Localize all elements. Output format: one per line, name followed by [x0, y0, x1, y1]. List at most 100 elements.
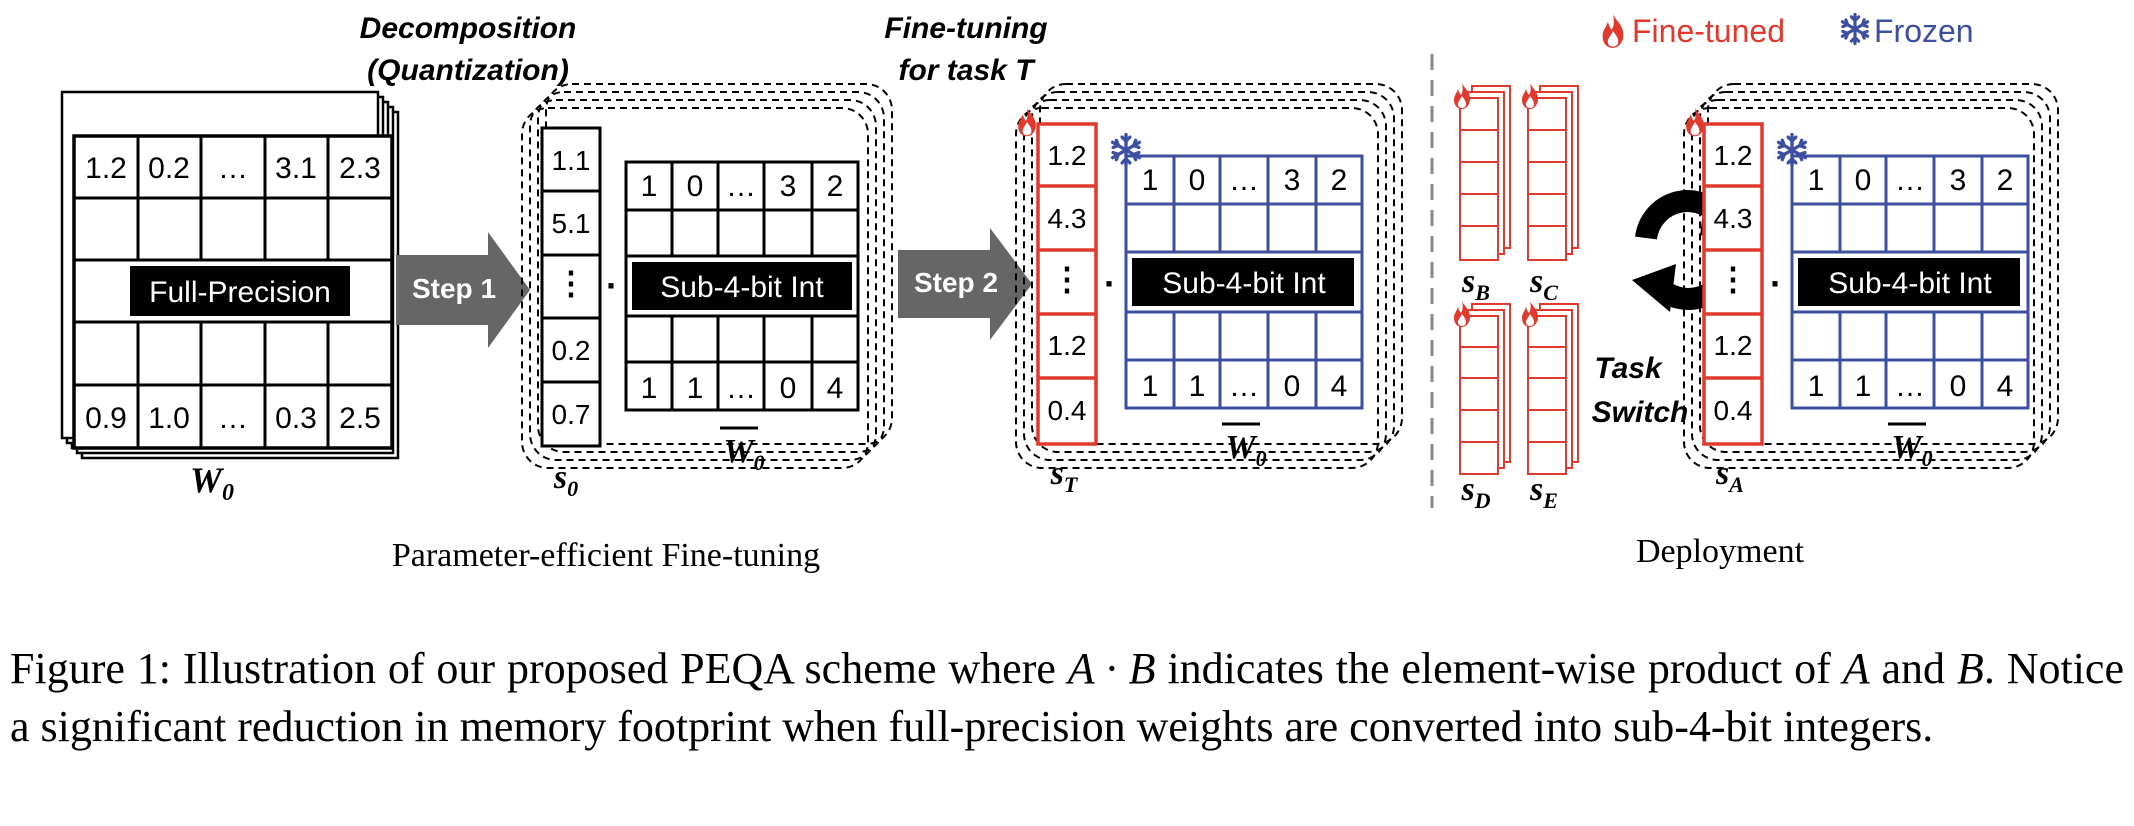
- int-cell: 1: [641, 372, 658, 405]
- sT-symbol: sT: [1050, 455, 1079, 497]
- sT-value: 1.2: [1048, 140, 1087, 171]
- w0bar-symbol: W0: [1891, 429, 1932, 471]
- matrix-cell: 2.5: [339, 402, 381, 435]
- legend: Fine-tuned Frozen: [1602, 12, 1974, 49]
- caption-math: A: [1842, 644, 1870, 693]
- s0-value: 0.2: [552, 335, 591, 366]
- matrix-cell: 0.3: [275, 402, 317, 435]
- scale-stacks: sB sC sD sE: [1454, 83, 1579, 513]
- decomposition-label: Decomposition: [360, 12, 577, 45]
- matrix-cell: 1.0: [148, 402, 190, 435]
- sT-value: 4.3: [1048, 203, 1087, 234]
- int-cell: 1: [1808, 370, 1825, 403]
- int-cell: 0: [1950, 370, 1967, 403]
- sA-value: 0.4: [1714, 395, 1753, 426]
- sA-value: 1.2: [1714, 330, 1753, 361]
- int-cell: …: [1895, 370, 1925, 403]
- step2-arrow: Step 2: [898, 228, 1032, 340]
- sE-symbol: sE: [1529, 471, 1558, 513]
- int-cell: 3: [1950, 164, 1967, 197]
- int-cell: 1: [687, 372, 704, 405]
- caption-math: A · B: [1067, 644, 1156, 693]
- caption-math: B: [1956, 644, 1984, 693]
- peqa-diagram: Full-Precision 1.2 0.2 … 3.1 2.3 0.9 1.0…: [60, 12, 2059, 574]
- matrix-cell: 3.1: [275, 152, 317, 185]
- w0-symbol: W0: [190, 460, 234, 506]
- s0-value: 5.1: [552, 208, 591, 239]
- step1-arrow: Step 1: [396, 232, 530, 348]
- fire-icon: [1522, 301, 1538, 327]
- int-cell: …: [1229, 164, 1259, 197]
- task-switch-label-2: Switch: [1592, 396, 1689, 429]
- caption-text: indicates the element-wise product of: [1155, 644, 1843, 693]
- sA-deploy-group: 1.2 4.3 ⋮ 1.2 0.4 · Sub-4-bit Int 1 0 … …: [1683, 83, 2059, 497]
- quantization-label: (Quantization): [367, 54, 569, 87]
- int-cell: 1: [641, 170, 658, 203]
- int-cell: 4: [1997, 370, 2014, 403]
- int-cell: 1: [1142, 370, 1159, 403]
- legend-frozen: Frozen: [1874, 13, 1974, 49]
- matrix-cell: 1.2: [85, 152, 127, 185]
- int-cell: 1: [1855, 370, 1872, 403]
- int-cell: 2: [1331, 164, 1348, 197]
- sub4bit-label: Sub-4-bit Int: [1162, 267, 1326, 300]
- int-cell: 0: [687, 170, 704, 203]
- int-cell: 2: [1997, 164, 2014, 197]
- vdots: ⋮: [555, 265, 587, 301]
- caption-text: . Notice a significant reduction in memo…: [10, 644, 2124, 751]
- fire-icon: [1454, 301, 1470, 327]
- task-switch-label-1: Task: [1594, 352, 1663, 385]
- int-cell: 1: [1142, 164, 1159, 197]
- int-cell: 1: [1189, 370, 1206, 403]
- s0-decomposition-group: 1.1 5.1 ⋮ 0.2 0.7 · Sub-4-bit Int 1 0 … …: [521, 83, 893, 501]
- sub4bit-label: Sub-4-bit Int: [660, 271, 824, 304]
- caption-text: Figure 1: Illustration of our proposed P…: [10, 644, 1068, 693]
- int-cell: 4: [827, 372, 844, 405]
- full-precision-matrix: Full-Precision 1.2 0.2 … 3.1 2.3 0.9 1.0…: [60, 90, 400, 506]
- sub4bit-label: Sub-4-bit Int: [1828, 267, 1992, 300]
- s0-value: 1.1: [552, 145, 591, 176]
- fire-icon: [1602, 14, 1624, 48]
- int-cell: 0: [780, 372, 797, 405]
- sT-value: 0.4: [1048, 395, 1087, 426]
- int-cell: 0: [1189, 164, 1206, 197]
- dot-operator: ·: [606, 265, 618, 306]
- w0bar-symbol: W0: [723, 433, 764, 475]
- s0-symbol: s0: [553, 459, 578, 501]
- figure-caption: Figure 1: Illustration of our proposed P…: [10, 640, 2124, 756]
- sT-finetune-group: 1.2 4.3 ⋮ 1.2 0.4 · Sub-4-bit Int 1 0 … …: [1015, 83, 1403, 497]
- matrix-cell: 0.9: [85, 402, 127, 435]
- int-cell: 3: [780, 170, 797, 203]
- int-cell: 0: [1284, 370, 1301, 403]
- sB-symbol: sB: [1461, 263, 1490, 305]
- finetune-label-2: for task T: [898, 54, 1036, 87]
- int-cell: 4: [1331, 370, 1348, 403]
- dot-operator: ·: [1770, 263, 1782, 304]
- sD-symbol: sD: [1460, 471, 1490, 513]
- dot-operator: ·: [1104, 263, 1116, 304]
- legend-finetuned: Fine-tuned: [1632, 13, 1785, 49]
- step1-label: Step 1: [412, 273, 496, 304]
- matrix-cell: …: [218, 402, 248, 435]
- sT-value: 1.2: [1048, 330, 1087, 361]
- int-cell: 0: [1855, 164, 1872, 197]
- finetune-label-1: Fine-tuning: [884, 12, 1047, 45]
- s0-value: 0.7: [552, 399, 591, 430]
- sA-value: 1.2: [1714, 140, 1753, 171]
- section-label-peft: Parameter-efficient Fine-tuning: [392, 537, 820, 574]
- sA-symbol: sA: [1715, 455, 1744, 497]
- int-cell: …: [726, 372, 756, 405]
- full-precision-label: Full-Precision: [149, 276, 331, 309]
- fire-icon: [1454, 83, 1470, 109]
- snowflake-icon: [1840, 12, 1870, 46]
- sA-value: 4.3: [1714, 203, 1753, 234]
- vdots: ⋮: [1051, 261, 1083, 297]
- int-cell: 1: [1808, 164, 1825, 197]
- sC-symbol: sC: [1529, 263, 1558, 305]
- matrix-cell: 2.3: [339, 152, 381, 185]
- fire-icon: [1522, 83, 1538, 109]
- caption-text: and: [1869, 644, 1957, 693]
- section-label-deployment: Deployment: [1636, 533, 1805, 570]
- snowflake-icon: [1110, 132, 1142, 168]
- matrix-cell: 0.2: [148, 152, 190, 185]
